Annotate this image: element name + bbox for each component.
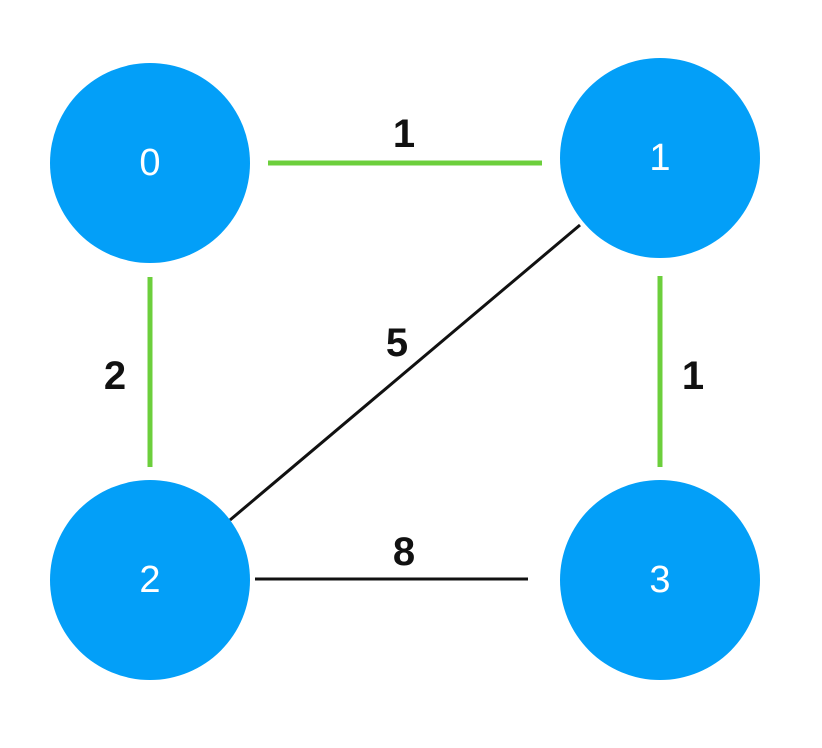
edge-0-2-weight: 2: [104, 354, 126, 398]
node-1-label: 1: [649, 137, 670, 179]
node-3: 3: [560, 480, 760, 680]
node-1: 1: [560, 58, 760, 258]
node-3-circle: [560, 480, 760, 680]
node-2-circle: [50, 480, 250, 680]
edge-1-2: [229, 223, 581, 522]
node-0-circle: [50, 63, 250, 263]
node-1-circle: [560, 58, 760, 258]
edge-2-3-weight: 8: [393, 530, 415, 574]
node-2: 2: [50, 480, 250, 680]
edge-0-1-weight: 1: [393, 112, 415, 156]
edge-1-2-weight: 5: [386, 321, 408, 365]
node-3-label: 3: [649, 559, 670, 601]
edge-1-3-weight: 1: [682, 354, 704, 398]
node-2-label: 2: [139, 559, 160, 601]
node-0: 0: [50, 63, 250, 263]
node-0-label: 0: [139, 142, 160, 184]
